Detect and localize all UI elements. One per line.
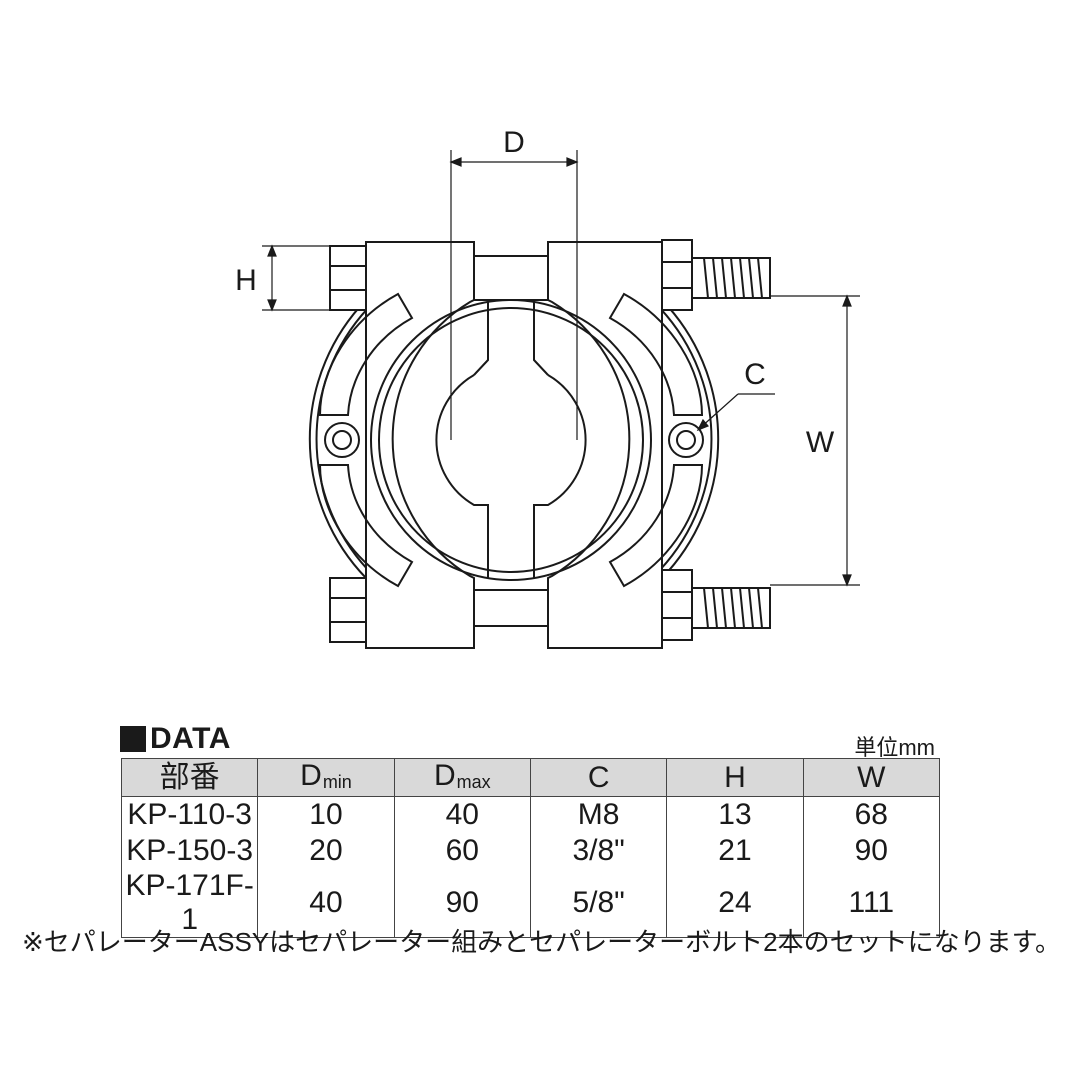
left-half-body bbox=[365, 241, 475, 649]
heading-square-icon bbox=[120, 726, 146, 752]
left-bottom-nut bbox=[329, 577, 367, 643]
cell-d-max: 60 bbox=[393, 833, 531, 869]
bolt-thread-line bbox=[712, 587, 718, 629]
dimension-w-label: W bbox=[806, 426, 835, 459]
right-bottom-nut bbox=[661, 569, 693, 641]
bore-left bbox=[435, 359, 489, 520]
bolt-thread-line bbox=[730, 587, 736, 629]
cell-part-number: KP-110-3 bbox=[120, 796, 259, 833]
bolt-thread-line bbox=[739, 257, 745, 299]
bolt-thread-line bbox=[757, 257, 763, 299]
cell-c: M8 bbox=[529, 796, 668, 833]
spec-table: 部番 Dmin Dmax C H W KP-110-3 10 40 M8 13 … bbox=[120, 758, 941, 938]
header-d-min: Dmin bbox=[257, 758, 395, 797]
data-heading-text: DATA bbox=[150, 722, 231, 755]
unit-label: 単位mm bbox=[854, 735, 935, 760]
dimension-h-label: H bbox=[235, 264, 257, 297]
bore-right bbox=[533, 359, 587, 520]
footnote: ※セパレーターASSYはセパレーター組みとセパレーターボルト2本のセットになりま… bbox=[22, 927, 1062, 957]
separator-drawing: D H C W bbox=[235, 126, 860, 649]
left-upper-slot bbox=[318, 292, 414, 416]
bolt-thread-line bbox=[721, 257, 727, 299]
cell-d-min: 10 bbox=[257, 796, 395, 833]
cell-c: 3/8" bbox=[529, 833, 668, 869]
header-w: W bbox=[802, 758, 941, 797]
bolt-thread-line bbox=[712, 257, 718, 299]
bolt-thread-line bbox=[748, 587, 754, 629]
cell-d-max: 90 bbox=[393, 869, 531, 938]
bolt-thread-line bbox=[703, 257, 709, 299]
bolt-thread-line bbox=[721, 587, 727, 629]
right-lower-slot bbox=[608, 464, 704, 588]
cell-part-number: KP-171F-1 bbox=[120, 869, 259, 938]
cell-d-min: 40 bbox=[257, 869, 395, 938]
right-hole bbox=[668, 422, 704, 458]
cell-h: 24 bbox=[666, 869, 804, 938]
cell-d-max: 40 bbox=[393, 796, 531, 833]
data-heading: DATA bbox=[120, 722, 231, 756]
cell-part-number: KP-150-3 bbox=[120, 833, 259, 869]
table-row: KP-110-3 10 40 M8 13 68 bbox=[120, 796, 941, 833]
left-outer-arc bbox=[308, 299, 367, 579]
bottom-bridge bbox=[473, 589, 549, 627]
left-hole bbox=[324, 422, 360, 458]
right-top-nut bbox=[661, 239, 693, 311]
dimension-c-label: C bbox=[744, 358, 766, 391]
cell-w: 90 bbox=[802, 833, 941, 869]
cell-w: 111 bbox=[802, 869, 941, 938]
header-d-max: Dmax bbox=[393, 758, 531, 797]
header-c: C bbox=[529, 758, 668, 797]
header-part-number: 部番 bbox=[120, 758, 259, 797]
left-top-nut bbox=[329, 245, 367, 311]
bolt-thread-line bbox=[748, 257, 754, 299]
right-half-body bbox=[547, 241, 663, 649]
cell-c: 5/8" bbox=[529, 869, 668, 938]
bolt-thread-line bbox=[703, 587, 709, 629]
top-bridge bbox=[473, 255, 549, 301]
bolt-thread-line bbox=[730, 257, 736, 299]
right-outer-arc bbox=[661, 299, 720, 579]
table-header-row: 部番 Dmin Dmax C H W bbox=[120, 758, 941, 797]
cell-w: 68 bbox=[802, 796, 941, 833]
table-row: KP-150-3 20 60 3/8" 21 90 bbox=[120, 833, 941, 869]
header-h: H bbox=[666, 758, 804, 797]
right-upper-slot bbox=[608, 292, 704, 416]
bolt-thread-line bbox=[739, 587, 745, 629]
cell-h: 13 bbox=[666, 796, 804, 833]
left-lower-slot bbox=[318, 464, 414, 588]
dimension-d-label: D bbox=[503, 126, 525, 159]
cell-d-min: 20 bbox=[257, 833, 395, 869]
bolt-thread-line bbox=[757, 587, 763, 629]
cell-h: 21 bbox=[666, 833, 804, 869]
table-row: KP-171F-1 40 90 5/8" 24 111 bbox=[120, 869, 941, 938]
